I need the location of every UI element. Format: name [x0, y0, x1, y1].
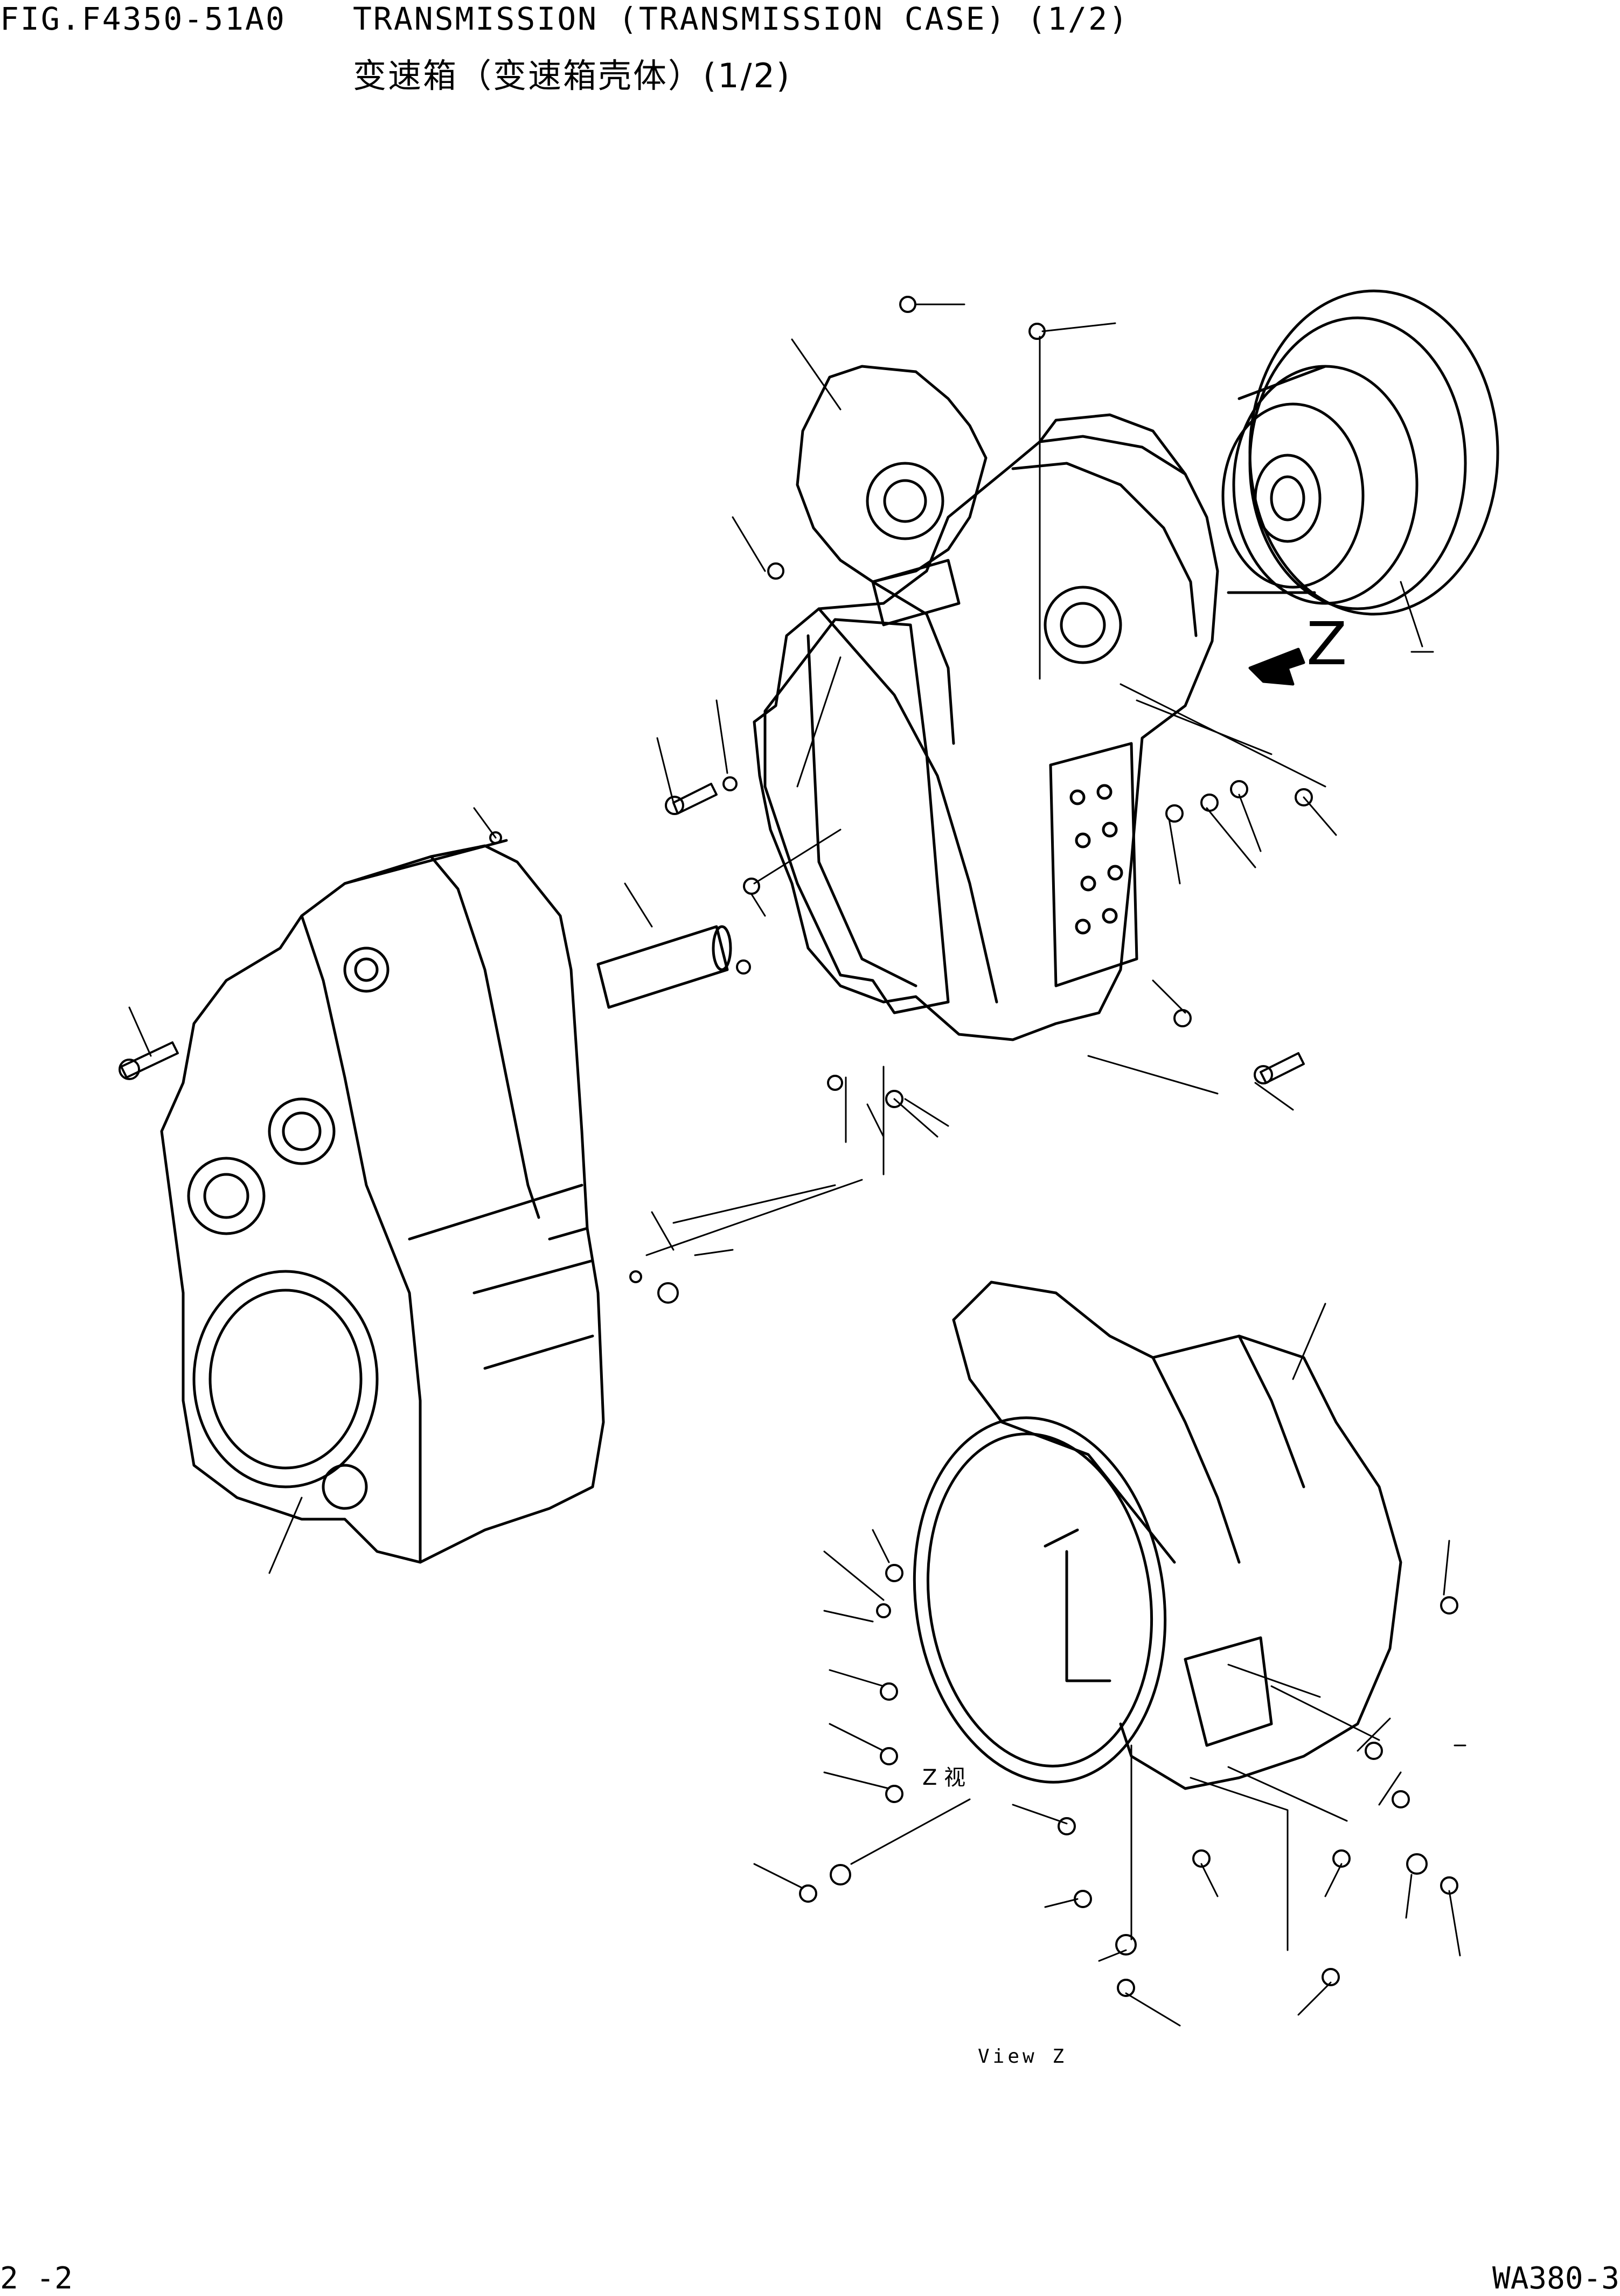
- direction-z-label: Z: [1306, 609, 1347, 678]
- title-english: TRANSMISSION (TRANSMISSION CASE) (1/2): [353, 1, 1129, 37]
- view-z-housing: [892, 1282, 1401, 1799]
- model-code: WA380-3: [1492, 2261, 1620, 2296]
- leader-lines: [129, 304, 1465, 2026]
- sleeve-part: [598, 927, 731, 1007]
- transmission-case-housing: [754, 366, 1218, 1040]
- view-z-caption: View Z: [978, 2045, 1068, 2068]
- title-chinese: 变速箱（变速箱壳体）(1/2): [353, 56, 791, 95]
- torque-converter: [1223, 291, 1498, 614]
- left-transmission-housing: [162, 840, 603, 1562]
- page-number: 2 -2: [0, 2261, 73, 2296]
- gasket: [765, 620, 948, 1013]
- bolts-and-plugs: [120, 297, 1457, 1996]
- z-view-label: Z 视: [922, 1765, 966, 1790]
- direction-z-arrow: [1250, 649, 1304, 684]
- figure-number: FIG.F4350-51A0: [0, 1, 286, 37]
